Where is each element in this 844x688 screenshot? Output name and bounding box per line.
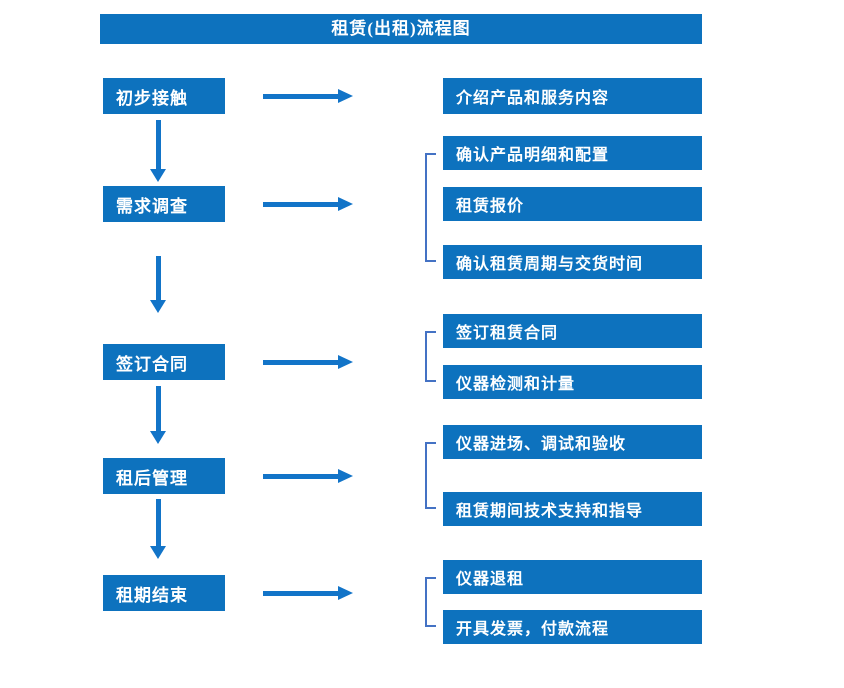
step-box-demand-survey: 需求调查: [103, 186, 225, 222]
arrow-right-icon: [263, 469, 353, 483]
detail-box-instrument-testing: 仪器检测和计量: [443, 365, 702, 399]
arrow-head: [150, 431, 166, 444]
step-box-post-rental-management: 租后管理: [103, 458, 225, 494]
arrow-down-icon: [150, 256, 166, 313]
arrow-shaft: [263, 94, 339, 99]
group-bracket: [425, 442, 436, 509]
arrow-head: [338, 89, 353, 103]
detail-box-rental-quote: 租赁报价: [443, 187, 702, 221]
arrow-right-icon: [263, 89, 353, 103]
group-bracket: [425, 153, 436, 262]
arrow-head: [338, 197, 353, 211]
arrow-shaft: [263, 591, 339, 596]
detail-box-confirm-product-config: 确认产品明细和配置: [443, 136, 702, 170]
arrow-shaft: [156, 256, 161, 300]
arrow-right-icon: [263, 355, 353, 369]
group-bracket: [425, 331, 436, 382]
step-box-sign-contract: 签订合同: [103, 344, 225, 380]
detail-box-instrument-return: 仪器退租: [443, 560, 702, 594]
detail-box-invoice-payment: 开具发票，付款流程: [443, 610, 702, 644]
detail-box-tech-support: 租赁期间技术支持和指导: [443, 492, 702, 526]
arrow-head: [150, 169, 166, 182]
arrow-shaft: [156, 120, 161, 169]
arrow-down-icon: [150, 499, 166, 559]
detail-box-intro-services: 介绍产品和服务内容: [443, 78, 702, 114]
arrow-head: [150, 546, 166, 559]
arrow-head: [150, 300, 166, 313]
arrow-right-icon: [263, 197, 353, 211]
arrow-head: [338, 355, 353, 369]
arrow-shaft: [156, 386, 161, 431]
arrow-shaft: [156, 499, 161, 546]
arrow-head: [338, 469, 353, 483]
arrow-head: [338, 586, 353, 600]
flowchart-title: 租赁(出租)流程图: [100, 14, 702, 44]
arrow-shaft: [263, 360, 339, 365]
step-box-rental-end: 租期结束: [103, 575, 225, 611]
arrow-shaft: [263, 202, 339, 207]
arrow-right-icon: [263, 586, 353, 600]
step-box-initial-contact: 初步接触: [103, 78, 225, 114]
arrow-down-icon: [150, 120, 166, 182]
detail-box-confirm-period-delivery: 确认租赁周期与交货时间: [443, 245, 702, 279]
detail-box-sign-rental-contract: 签订租赁合同: [443, 314, 702, 348]
arrow-down-icon: [150, 386, 166, 444]
detail-box-instrument-setup-acceptance: 仪器进场、调试和验收: [443, 425, 702, 459]
group-bracket: [425, 577, 436, 627]
arrow-shaft: [263, 474, 339, 479]
